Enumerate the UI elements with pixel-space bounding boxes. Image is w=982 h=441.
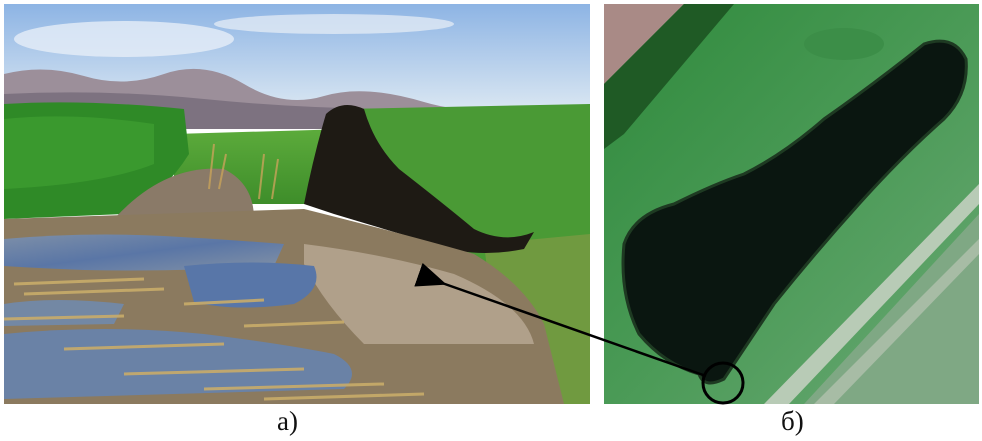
photo-panel bbox=[4, 4, 590, 404]
cloud bbox=[214, 14, 454, 34]
lake bbox=[623, 41, 967, 384]
light-field bbox=[804, 214, 979, 404]
caption-a: а) bbox=[277, 406, 298, 436]
tree-belt bbox=[604, 4, 734, 149]
dark-stump bbox=[304, 105, 534, 253]
satellite-panel bbox=[604, 4, 979, 404]
ground-photo bbox=[4, 4, 590, 404]
vegetation-spot bbox=[804, 28, 884, 60]
left-embankment-highlight bbox=[4, 116, 154, 189]
satellite-image bbox=[604, 4, 979, 404]
tall-reeds bbox=[208, 143, 279, 200]
road-strip-2 bbox=[814, 239, 979, 404]
caption-b: б) bbox=[781, 406, 804, 436]
dry-reeds bbox=[4, 277, 425, 401]
water-lower bbox=[4, 329, 352, 399]
road-strip bbox=[764, 184, 979, 404]
water-left bbox=[4, 300, 124, 326]
cloud bbox=[14, 21, 234, 57]
water-upper bbox=[4, 234, 284, 271]
water-middle bbox=[184, 262, 317, 308]
